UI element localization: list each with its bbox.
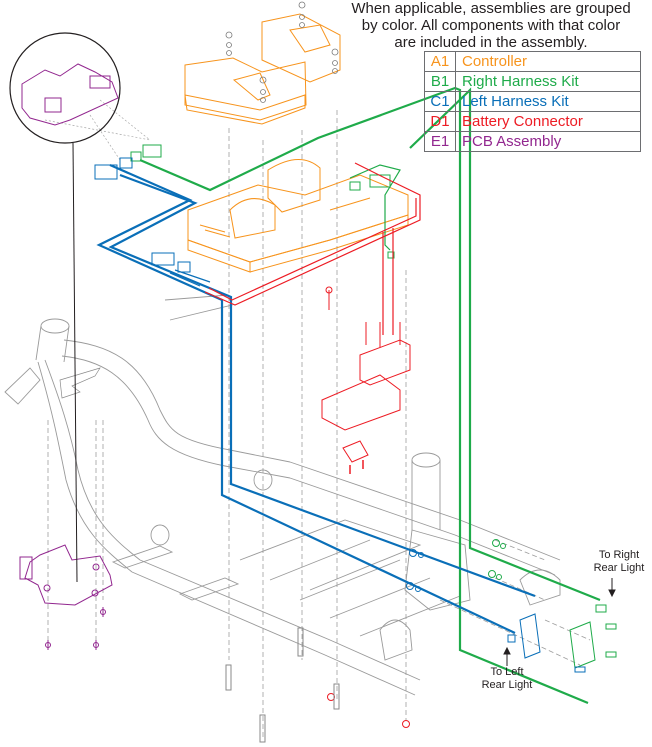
note-line-1: When applicable, assemblies are grouped — [351, 0, 631, 17]
assembly-color-note: When applicable, assemblies are grouped … — [330, 0, 652, 51]
left-rear-light-line-1: To Left — [490, 666, 524, 678]
assembly-guides — [44, 99, 591, 740]
legend-name: Battery Connector — [455, 111, 641, 132]
controller-screws — [225, 1, 339, 103]
legend-code: E1 — [424, 131, 456, 152]
callout-arrows — [503, 578, 616, 666]
pcb-assembly — [19, 63, 119, 650]
left-rear-light-line-2: Rear Light — [481, 679, 533, 691]
legend-name: PCB Assembly — [455, 131, 641, 152]
legend-name: Left Harness Kit — [455, 91, 641, 112]
legend-code: B1 — [424, 71, 456, 92]
legend-code: C1 — [424, 91, 456, 112]
note-line-3: are included in the assembly. — [394, 34, 588, 51]
controller-assembly — [184, 13, 409, 273]
right-rear-light-line-2: Rear Light — [593, 562, 645, 574]
left-rear-light-label: To Left Rear Light — [475, 666, 539, 692]
detail-callout — [9, 32, 121, 583]
battery-connector — [204, 162, 421, 728]
note-line-2: by color. All components with that color — [361, 17, 621, 34]
left-harness-kit — [94, 157, 586, 673]
legend-code: A1 — [424, 51, 456, 72]
legend-code: D1 — [424, 111, 456, 132]
legend-name: Right Harness Kit — [455, 71, 641, 92]
legend-name: Controller — [455, 51, 641, 72]
chassis-frame — [4, 294, 561, 696]
frame-bolts — [225, 627, 340, 743]
right-rear-light-line-1: To Right — [598, 549, 640, 561]
right-rear-light-label: To Right Rear Light — [587, 549, 651, 575]
